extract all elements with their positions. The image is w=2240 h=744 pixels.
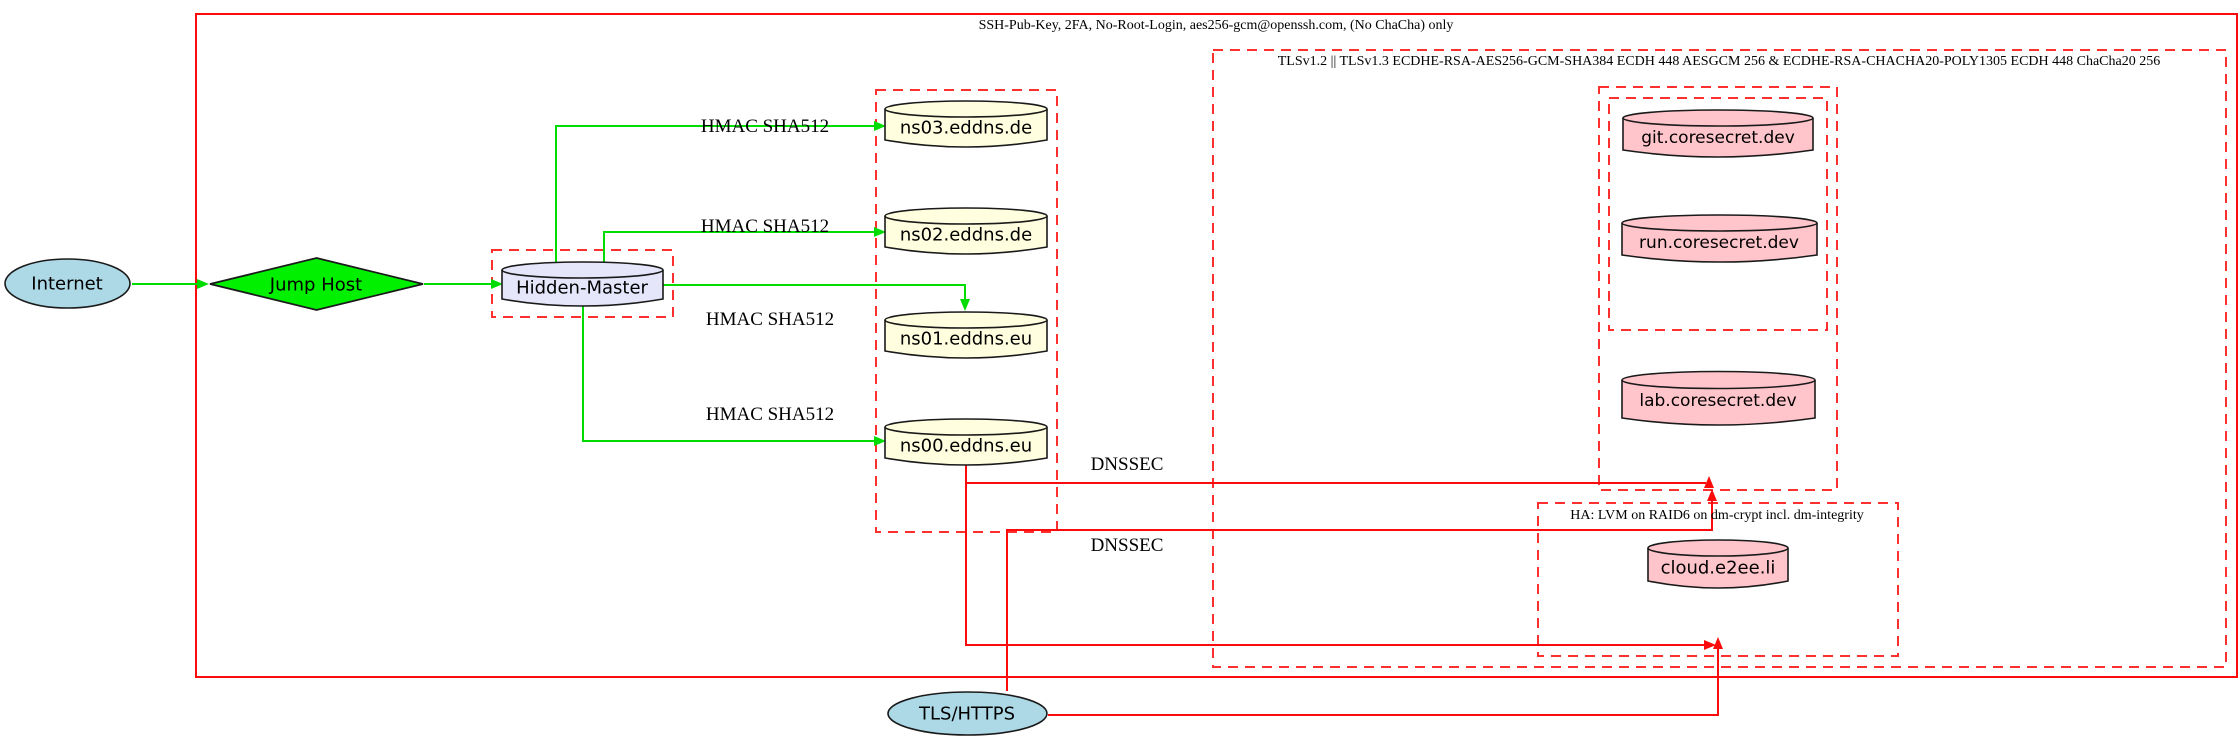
arrowhead-dnssec-1: [1704, 476, 1714, 488]
node-lab-label: lab.coresecret.dev: [1639, 391, 1797, 411]
cylinder-body: [501, 270, 664, 307]
node-ns02-label: ns02.eddns.de: [899, 224, 1033, 246]
cylinder-body: [884, 216, 1048, 255]
edge-hiddenmaster-ns02: [603, 231, 874, 262]
edge-label-hmac-ns02: HMAC SHA512: [700, 216, 830, 237]
edge-dnssec-1: [965, 465, 1706, 484]
cylinder-body: [1621, 380, 1816, 426]
node-ns00-label: ns00.eddns.eu: [899, 435, 1033, 457]
node-jump-host-shape: [209, 257, 424, 311]
red-edges: [965, 465, 1719, 716]
edge-tls-coresecret: [1006, 501, 1713, 691]
cylinder-top: [884, 100, 1048, 118]
arrowhead-internet-jumphost: [197, 279, 209, 289]
arrowhead-ns01: [960, 299, 970, 311]
cylinder-body: [884, 109, 1048, 148]
node-tls-https-shape: [887, 691, 1048, 736]
edge-label-hmac-ns03: HMAC SHA512: [700, 116, 830, 137]
node-ns03-label: ns03.eddns.de: [899, 117, 1033, 139]
node-hidden-master-shape: [501, 261, 664, 307]
arrowhead-jumphost-hiddenmaster: [491, 279, 503, 289]
node-ns03-shape: [884, 100, 1048, 148]
edge-label-hmac-ns00: HMAC SHA512: [705, 404, 835, 425]
cylinder-top: [884, 207, 1048, 225]
cylinder-body: [884, 320, 1048, 359]
cluster-eddns-box: [875, 89, 1058, 533]
cylinder-body: [1621, 223, 1818, 263]
cylinder-top: [1621, 214, 1818, 232]
arrowhead-tls-ha: [1713, 637, 1723, 649]
edge-label-hmac-ns01: HMAC SHA512: [705, 309, 835, 330]
cylinder-top: [501, 261, 664, 279]
arrowhead-ns00: [874, 436, 886, 446]
node-jump-host-label: Jump Host: [269, 274, 363, 296]
cylinder-top: [1647, 539, 1789, 557]
edge-hiddenmaster-ns03: [555, 125, 874, 262]
node-hidden-master-label: Hidden-Master: [516, 277, 648, 299]
edge-tls-ha: [1048, 649, 1719, 716]
cluster-ssh-box: [195, 13, 2238, 678]
edge-dnssec-2: [965, 483, 1704, 646]
cylinder-top: [884, 418, 1048, 436]
cluster-gitrun-box: [1608, 97, 1828, 331]
node-run-label: run.coresecret.dev: [1639, 233, 1799, 253]
cluster-tls-label: TLSv1.2 || TLSv1.3 ECDHE-RSA-AES256-GCM-…: [1277, 54, 2161, 69]
node-internet-label: Internet: [31, 273, 103, 295]
cylinder-body: [1622, 118, 1814, 158]
edge-hiddenmaster-ns00: [582, 306, 874, 442]
arrowhead-tls-coresecret: [1707, 489, 1717, 501]
cylinder-top: [1622, 109, 1814, 127]
node-lab-shape: [1621, 370, 1816, 426]
red-arrowheads: [1704, 476, 1723, 650]
cylinder-body: [1647, 548, 1789, 589]
arrowhead-dnssec-2: [1704, 640, 1716, 650]
cylinder-top: [1621, 370, 1816, 390]
node-git-shape: [1622, 109, 1814, 158]
node-cloud-shape: [1647, 539, 1789, 589]
node-ns01-label: ns01.eddns.eu: [899, 328, 1033, 350]
arrowhead-ns02: [874, 227, 886, 237]
green-edges: [132, 125, 966, 442]
node-git-label: git.coresecret.dev: [1641, 128, 1795, 148]
cylinder-body: [884, 427, 1048, 466]
node-tls-https-label: TLS/HTTPS: [918, 703, 1016, 725]
cluster-ssh-label: SSH-Pub-Key, 2FA, No-Root-Login, aes256-…: [978, 18, 1454, 33]
arrowhead-ns03: [874, 121, 886, 131]
edge-hiddenmaster-ns01: [663, 284, 966, 299]
node-ns00-shape: [884, 418, 1048, 466]
cylinder-top: [884, 311, 1048, 329]
node-internet-shape: [4, 258, 131, 309]
node-run-shape: [1621, 214, 1818, 263]
edge-label-dnssec-1: DNSSEC: [1090, 454, 1164, 475]
node-ns02-shape: [884, 207, 1048, 255]
node-cloud-label: cloud.e2ee.li: [1660, 557, 1776, 579]
cluster-ha-box: [1537, 502, 1899, 657]
cluster-coresecret-box: [1598, 86, 1838, 491]
cluster-ha-label: HA: LVM on RAID6 on dm-crypt incl. dm-in…: [1570, 508, 1864, 523]
node-ns01-shape: [884, 311, 1048, 359]
edge-label-dnssec-2: DNSSEC: [1090, 535, 1164, 556]
green-arrowheads: [197, 121, 970, 446]
